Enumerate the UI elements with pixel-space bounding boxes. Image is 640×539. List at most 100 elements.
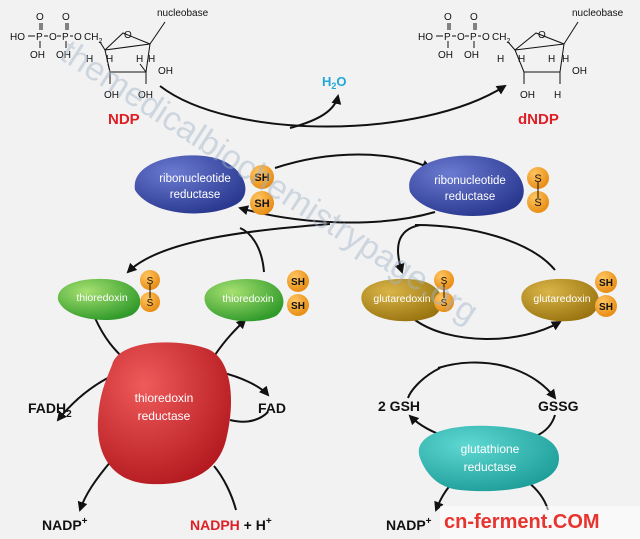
thioredoxin-oxidized-body bbox=[57, 278, 141, 320]
water-subscript: 2 bbox=[331, 81, 336, 91]
h-label: H bbox=[554, 90, 561, 101]
nadph-left-input bbox=[213, 465, 237, 511]
gsh-loop bbox=[407, 367, 441, 399]
sulfur-atom bbox=[527, 167, 549, 189]
sulfhydryl-group bbox=[287, 270, 309, 292]
logo-backdrop bbox=[440, 506, 640, 539]
thioredoxin-reduced-label: thioredoxin bbox=[222, 293, 274, 305]
ho-label: HO bbox=[10, 32, 25, 43]
glutaredoxin-oxidized-body bbox=[361, 278, 443, 322]
glutaredoxin-oxidized: glutaredoxin S S bbox=[361, 270, 454, 322]
o-bridge-label: O bbox=[457, 32, 465, 43]
ndp-structure: nucleobase HO P O P O O O OH OH CH2 O H … bbox=[10, 8, 209, 101]
sh-label: SH bbox=[254, 172, 269, 184]
thioredoxin-reduced: thioredoxin SH SH bbox=[204, 270, 309, 322]
ch2-label: CH2 bbox=[84, 32, 102, 45]
p2-label: P bbox=[470, 32, 477, 43]
grx-input-arrow bbox=[414, 224, 556, 271]
sulfhydryl-group bbox=[287, 294, 309, 316]
water-release-arrow bbox=[289, 94, 342, 129]
site-logo: cn-ferment.COM bbox=[440, 506, 640, 539]
s-label: S bbox=[441, 298, 448, 309]
s-label: S bbox=[147, 298, 154, 309]
gsh-to-gssg-arrow bbox=[437, 361, 557, 400]
rnr-oxidized-label-2: reductase bbox=[445, 191, 496, 203]
ndp-to-dndp-arrow bbox=[159, 84, 507, 128]
p1-label: P bbox=[444, 32, 451, 43]
nucleobase-label: nucleobase bbox=[157, 8, 209, 19]
o-top-label: O bbox=[470, 12, 478, 23]
oh-label: OH bbox=[138, 90, 153, 101]
rnr-reduced: ribonucleotide reductase SH SH bbox=[134, 155, 274, 215]
sulfur-atom bbox=[434, 270, 454, 290]
h-plus-superscript: + bbox=[266, 516, 272, 527]
s-label: S bbox=[147, 276, 154, 287]
nucleobase-label: nucleobase bbox=[572, 8, 624, 19]
glutathione-reductase: glutathione reductase bbox=[418, 425, 560, 492]
h-plus-text: + H bbox=[240, 517, 266, 533]
fadh2-subscript: 2 bbox=[66, 409, 72, 420]
o-top-label: O bbox=[36, 12, 44, 23]
water-h: H bbox=[322, 74, 331, 89]
rnr-oxidized-label-1: ribonucleotide bbox=[434, 175, 506, 187]
nadph-text: NADPH bbox=[190, 517, 240, 533]
water-label: H2O bbox=[322, 74, 347, 91]
trxr-to-trx-red-arrow bbox=[214, 318, 247, 356]
h-label: H bbox=[518, 54, 525, 65]
nadp-superscript: + bbox=[82, 516, 88, 527]
glutaredoxin-reduced-label: glutaredoxin bbox=[533, 293, 590, 305]
sh-label: SH bbox=[599, 278, 613, 289]
to-nadp-left-arrow bbox=[77, 459, 113, 512]
oh-label: OH bbox=[104, 90, 119, 101]
sulfur-atom bbox=[434, 292, 454, 312]
h-label: H bbox=[136, 54, 143, 65]
sulfhydryl-group bbox=[595, 295, 617, 317]
sh-label: SH bbox=[254, 198, 269, 210]
rnr-reduced-label-2: reductase bbox=[170, 189, 221, 201]
rnr-reduced-label-1: ribonucleotide bbox=[159, 173, 231, 185]
s-label: S bbox=[534, 197, 541, 209]
ho-label: HO bbox=[418, 32, 433, 43]
nadp-right-label: NADP+ bbox=[386, 516, 432, 533]
h-label: H bbox=[562, 54, 569, 65]
rnr-oxidized-body bbox=[409, 155, 524, 216]
glutaredoxin-oxidized-label: glutaredoxin bbox=[373, 293, 430, 305]
sh-label: SH bbox=[599, 302, 613, 313]
thioredoxin-oxidized: thioredoxin S S bbox=[57, 270, 160, 320]
rnr-oxidation-arrow bbox=[274, 153, 432, 170]
rnr-reduced-body bbox=[134, 155, 246, 214]
fadh-text: FADH bbox=[28, 400, 66, 416]
ch2-subscript: 2 bbox=[506, 38, 510, 45]
water-o: O bbox=[336, 74, 346, 89]
sulfhydryl-group bbox=[595, 271, 617, 293]
h-label: H bbox=[86, 54, 93, 65]
grx-oxidation-arrow bbox=[394, 224, 421, 274]
oh-label: OH bbox=[438, 50, 453, 61]
ch-text: CH bbox=[84, 32, 98, 43]
oh-label: OH bbox=[464, 50, 479, 61]
o-bridge-label: O bbox=[74, 32, 82, 43]
glutaredoxin-reduced-body bbox=[521, 278, 599, 322]
oh-label: OH bbox=[520, 90, 535, 101]
h-label: H bbox=[497, 54, 504, 65]
gssg-label: GSSG bbox=[538, 398, 579, 414]
o-bridge-label: O bbox=[49, 32, 57, 43]
sulfur-atom bbox=[527, 191, 549, 213]
o-top-label: O bbox=[444, 12, 452, 23]
glutathione-reductase-label-1: glutathione bbox=[461, 442, 520, 456]
sh-label: SH bbox=[291, 301, 305, 312]
glutaredoxin-reduced: glutaredoxin SH SH bbox=[521, 271, 617, 322]
o-bridge-label: O bbox=[482, 32, 490, 43]
dndp-structure: nucleobase HO P O P O O O OH OH CH2 O H … bbox=[418, 8, 624, 101]
ch-text: CH bbox=[492, 32, 506, 43]
h-label: H bbox=[106, 54, 113, 65]
o-top-label: O bbox=[62, 12, 70, 23]
thioredoxin-reduced-body bbox=[204, 278, 284, 322]
oh-label: OH bbox=[56, 50, 71, 61]
cofactor-labels: FADH2 FAD NADP+ NADPH + H+ 2 GSH GSSG NA… bbox=[28, 398, 579, 533]
fad-label: FAD bbox=[258, 400, 286, 416]
ch2-label: CH2 bbox=[492, 32, 510, 45]
p1-label: P bbox=[36, 32, 43, 43]
